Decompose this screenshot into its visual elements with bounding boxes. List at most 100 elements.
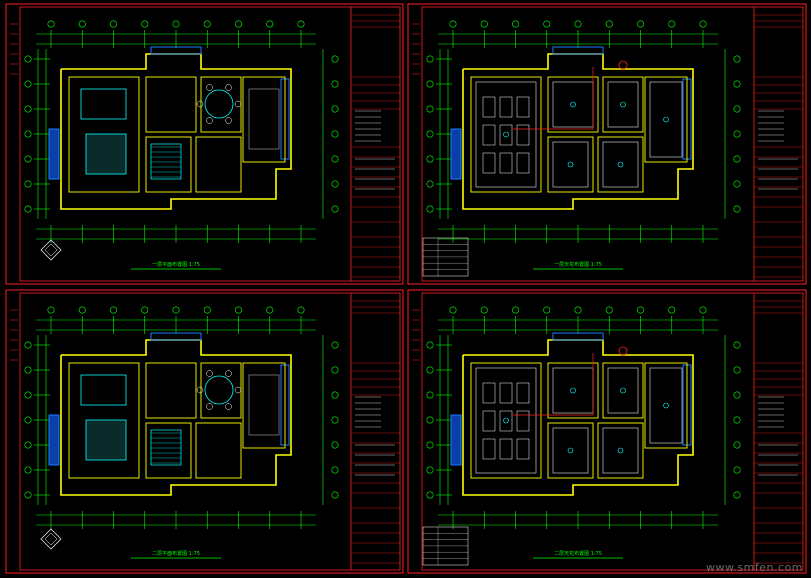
drawing-sheet-1: 一层平面布置图 1:75 bbox=[5, 3, 404, 285]
sofa-set bbox=[80, 374, 127, 406]
grid-bubble bbox=[331, 55, 339, 63]
stair bbox=[150, 429, 182, 466]
light-fixture bbox=[620, 387, 626, 394]
light-fixture bbox=[503, 417, 509, 424]
grid-bubble bbox=[331, 130, 339, 138]
interior-wall bbox=[145, 422, 192, 479]
interior-wall bbox=[644, 362, 688, 449]
drawing-sheet-4: 二层天花布置图 1:75 bbox=[407, 289, 807, 574]
grid-bubble bbox=[331, 341, 339, 349]
window bbox=[552, 46, 604, 55]
cabinet bbox=[248, 88, 280, 150]
sheet-inner-border bbox=[19, 292, 401, 571]
ceiling-panel bbox=[482, 124, 496, 146]
ceiling-panel bbox=[499, 152, 513, 174]
chair bbox=[225, 84, 232, 91]
interior-wall bbox=[597, 422, 644, 479]
grid-bubble bbox=[331, 441, 339, 449]
light-fixture bbox=[663, 116, 669, 123]
interior-wall bbox=[145, 76, 197, 133]
bed bbox=[85, 419, 127, 461]
interior-wall bbox=[547, 136, 594, 193]
grid-bubble bbox=[141, 20, 149, 28]
grid-bubble bbox=[24, 466, 32, 474]
north-arrow-inner bbox=[44, 243, 58, 257]
light-fixture bbox=[617, 161, 624, 168]
grid-bubble bbox=[426, 491, 434, 499]
grid-bubble bbox=[24, 341, 32, 349]
stair bbox=[150, 143, 182, 180]
grid-bubble bbox=[480, 306, 488, 314]
light-fixture bbox=[570, 101, 576, 108]
grid-bubble bbox=[733, 416, 741, 424]
grid-bubble bbox=[543, 306, 551, 314]
grid-bubble bbox=[426, 180, 434, 188]
chair bbox=[206, 84, 213, 91]
grid-bubble bbox=[426, 441, 434, 449]
ceiling-panel bbox=[516, 152, 530, 174]
north-arrow-inner bbox=[44, 532, 58, 546]
cabinet bbox=[248, 374, 280, 436]
grid-bubble bbox=[24, 491, 32, 499]
watermark-text: www.smfen.com bbox=[705, 561, 803, 574]
grid-bubble bbox=[426, 130, 434, 138]
interior-wall bbox=[602, 76, 644, 133]
grid-bubble bbox=[78, 306, 86, 314]
grid-bubble bbox=[574, 20, 582, 28]
sheet-outer-border bbox=[407, 3, 807, 285]
interior-wall bbox=[68, 76, 140, 193]
ceiling-panel bbox=[499, 410, 513, 432]
grid-bubble bbox=[24, 155, 32, 163]
sheet-title: 一层平面布置图 1:75 bbox=[152, 261, 200, 268]
exterior-wall bbox=[462, 339, 694, 496]
sheet-inner-border bbox=[421, 6, 804, 282]
grid-bubble bbox=[733, 391, 741, 399]
grid-bubble bbox=[733, 180, 741, 188]
grid-bubble bbox=[426, 155, 434, 163]
interior-wall bbox=[195, 136, 242, 193]
grid-bubble bbox=[24, 366, 32, 374]
ceiling-panel bbox=[499, 438, 513, 460]
ceiling-coffer bbox=[552, 427, 589, 474]
north-arrow bbox=[40, 528, 62, 550]
grid-bubble bbox=[733, 55, 741, 63]
light-fixture bbox=[567, 161, 574, 168]
grid-bubble bbox=[331, 491, 339, 499]
grid-bubble bbox=[24, 130, 32, 138]
grid-bubble bbox=[24, 205, 32, 213]
grid-bubble bbox=[110, 306, 118, 314]
grid-bubble bbox=[668, 20, 676, 28]
grid-bubble bbox=[733, 80, 741, 88]
section-marker bbox=[618, 60, 628, 70]
window bbox=[150, 46, 202, 55]
interior-wall bbox=[470, 76, 542, 193]
grid-bubble bbox=[605, 20, 613, 28]
grid-bubble bbox=[331, 180, 339, 188]
grid-bubble bbox=[203, 20, 211, 28]
interior-wall bbox=[602, 362, 644, 419]
window bbox=[552, 332, 604, 341]
chair bbox=[206, 117, 213, 124]
grid-bubble bbox=[668, 306, 676, 314]
grid-bubble bbox=[733, 205, 741, 213]
light-fixture bbox=[567, 447, 574, 454]
grid-bubble bbox=[543, 20, 551, 28]
grid-bubble bbox=[24, 55, 32, 63]
ceiling-panel bbox=[516, 96, 530, 118]
drawing-sheet-3: 二层平面布置图 1:75 bbox=[5, 289, 404, 574]
grid-bubble bbox=[331, 205, 339, 213]
grid-bubble bbox=[699, 306, 707, 314]
ceiling-panel bbox=[482, 410, 496, 432]
sheet-outer-border bbox=[5, 3, 404, 285]
exterior-wall bbox=[462, 53, 694, 210]
ceiling-panel bbox=[499, 124, 513, 146]
interior-wall bbox=[145, 136, 192, 193]
grid-bubble bbox=[110, 20, 118, 28]
exterior-wall bbox=[60, 339, 292, 496]
ceiling-panel bbox=[482, 96, 496, 118]
light-fixture bbox=[663, 402, 669, 409]
grid-bubble bbox=[24, 80, 32, 88]
chair bbox=[206, 403, 213, 410]
drawing-sheet-2: 一层天花布置图 1:75 bbox=[407, 3, 807, 285]
